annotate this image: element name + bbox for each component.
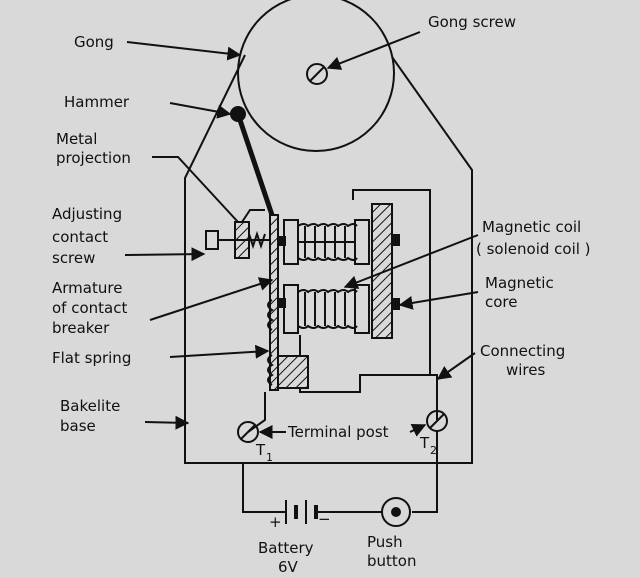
hammer bbox=[230, 106, 275, 216]
label-adjusting: Adjusting bbox=[52, 205, 122, 223]
label-screw: screw bbox=[52, 249, 95, 267]
label-minus: − bbox=[318, 510, 331, 528]
label-plus: + bbox=[269, 513, 282, 531]
core-bolt-upper bbox=[392, 234, 400, 246]
magnetic-core bbox=[371, 203, 393, 339]
label-push: Push bbox=[367, 533, 403, 551]
internal-wire-left bbox=[247, 392, 266, 433]
label-button: button bbox=[367, 552, 416, 570]
label-gong-screw: Gong screw bbox=[428, 13, 516, 31]
label-contact: contact bbox=[52, 228, 108, 246]
lower-magnetic-coil bbox=[283, 284, 370, 334]
label-projection: projection bbox=[56, 149, 131, 167]
label-core: core bbox=[485, 293, 518, 311]
gong-screw-icon bbox=[306, 63, 328, 85]
upper-magnetic-coil bbox=[283, 219, 370, 265]
label-breaker: breaker bbox=[52, 319, 110, 337]
terminal-post-t1 bbox=[237, 421, 259, 443]
core-bolt-lower bbox=[392, 298, 400, 310]
label-magnetic-coil: Magnetic coil bbox=[482, 218, 581, 236]
battery-icon bbox=[283, 500, 322, 524]
label-battery: Battery bbox=[258, 539, 314, 557]
label-t2-sub: 2 bbox=[430, 444, 437, 457]
label-terminal-post: Terminal post bbox=[287, 423, 389, 441]
adjusting-contact-screw bbox=[205, 221, 270, 259]
label-magnetic: Magnetic bbox=[485, 274, 554, 292]
pole-lower bbox=[278, 298, 286, 308]
bakelite-base bbox=[184, 54, 473, 464]
pointer-lines bbox=[124, 31, 479, 439]
label-t2: T bbox=[419, 434, 430, 452]
armature-mount bbox=[277, 355, 309, 389]
label-armature: Armature bbox=[52, 279, 122, 297]
label-base: base bbox=[60, 417, 96, 435]
label-of-contact: of contact bbox=[52, 299, 127, 317]
pole-upper bbox=[278, 236, 286, 246]
metal-projection bbox=[241, 209, 265, 223]
label-flat-spring: Flat spring bbox=[52, 349, 131, 367]
magnet-frame bbox=[299, 189, 431, 393]
label-t1: T bbox=[255, 441, 266, 459]
external-circuit bbox=[242, 431, 438, 513]
label-t1-sub: 1 bbox=[266, 451, 273, 464]
label-connecting: Connecting bbox=[480, 342, 565, 360]
push-button-icon bbox=[381, 497, 411, 527]
label-hammer: Hammer bbox=[64, 93, 130, 111]
label-solenoid-coil: ( solenoid coil ) bbox=[476, 240, 591, 258]
gong bbox=[237, 0, 395, 152]
label-metal: Metal bbox=[56, 130, 97, 148]
label-6v: 6V bbox=[278, 558, 299, 576]
flat-spring bbox=[267, 299, 274, 386]
label-wires: wires bbox=[506, 361, 546, 379]
label-bakelite: Bakelite bbox=[60, 397, 120, 415]
label-gong: Gong bbox=[74, 33, 114, 51]
